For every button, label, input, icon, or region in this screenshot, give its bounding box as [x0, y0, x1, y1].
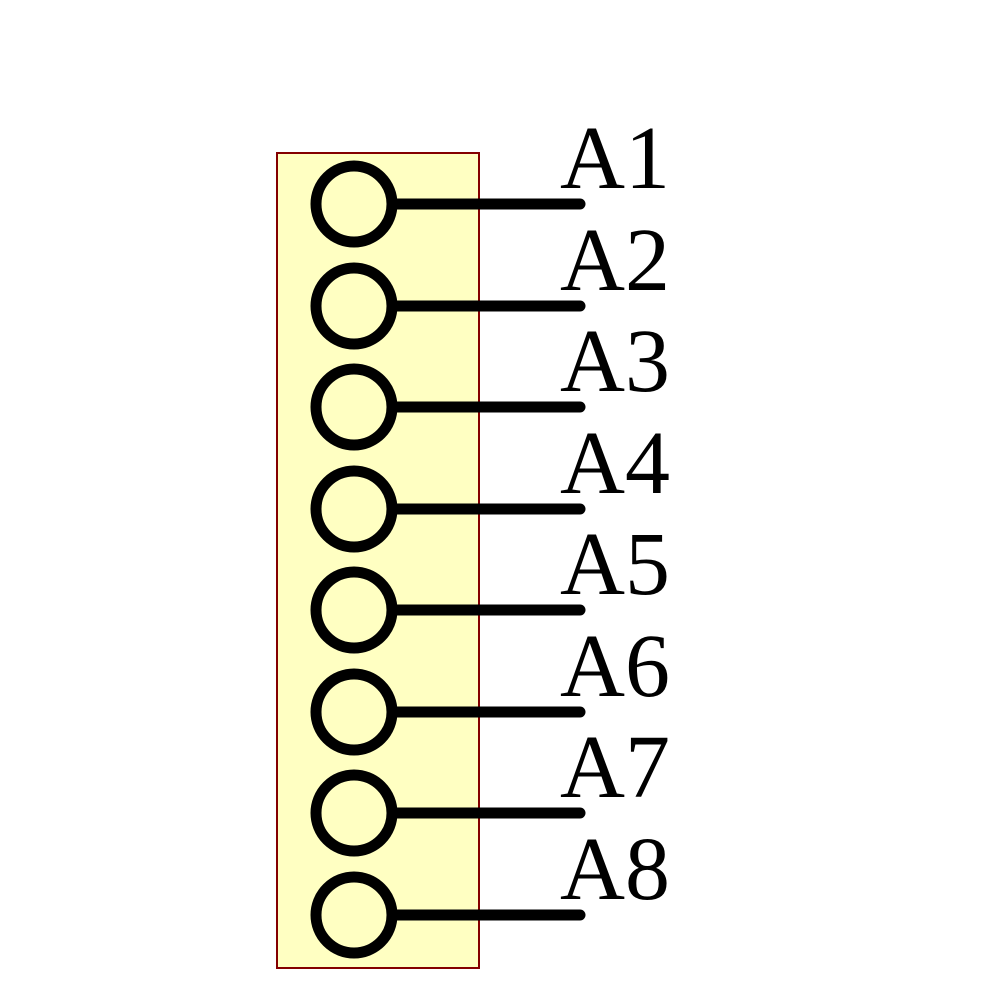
pin-label: A4 — [560, 414, 670, 513]
pin-row: A8 — [310, 820, 670, 959]
pin-label: A8 — [560, 820, 670, 919]
pin-label: A7 — [560, 718, 670, 817]
pin-row: A5 — [310, 515, 670, 654]
pin-label: A3 — [560, 312, 670, 411]
pin-row: A2 — [310, 211, 670, 350]
pin-row: A4 — [310, 414, 670, 553]
pin-label: A5 — [560, 515, 670, 614]
pin-row: A6 — [310, 617, 670, 756]
pin-row: A1 — [310, 109, 670, 248]
symbol-body — [276, 152, 480, 969]
pin-row: A3 — [310, 312, 670, 451]
pin-label: A6 — [560, 617, 670, 716]
pin-label: A2 — [560, 211, 670, 310]
pin-row: A7 — [310, 718, 670, 857]
pin-label: A1 — [560, 109, 670, 208]
